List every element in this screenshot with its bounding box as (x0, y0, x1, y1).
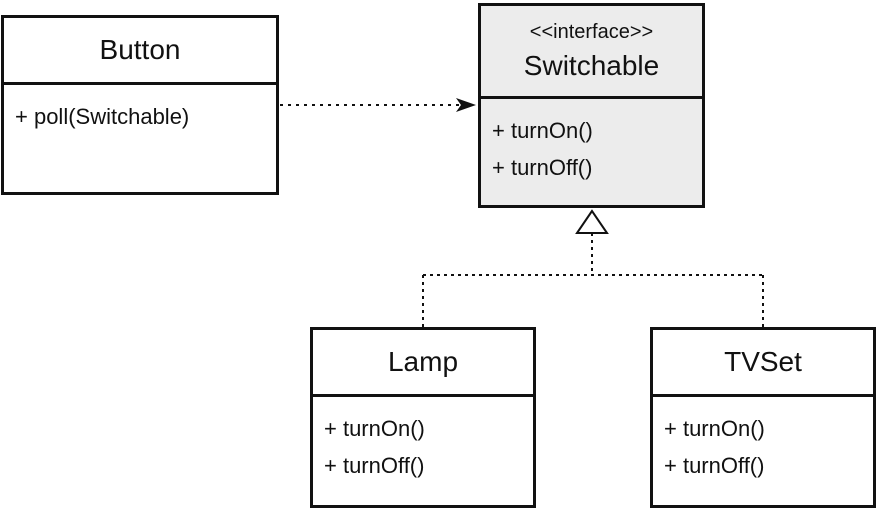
button-class-box: Button + poll(Switchable) (1, 15, 279, 195)
method-turn-on: + turnOn() (324, 416, 425, 441)
realization-triangle (575, 209, 609, 234)
method-turn-off: + turnOff() (324, 453, 425, 478)
method-list: + turnOn() + turnOff() (481, 99, 702, 186)
switchable-interface-box: <<interface>> Switchable + turnOn() + tu… (478, 3, 705, 208)
class-name: Button (99, 34, 181, 65)
stereotype-label: <<interface>> (529, 21, 654, 43)
class-header: Lamp (313, 330, 533, 397)
class-name: Lamp (387, 346, 459, 377)
class-header: <<interface>> Switchable (481, 6, 702, 99)
lamp-class-box: Lamp + turnOn() + turnOff() (310, 327, 536, 508)
method-list: + turnOn() + turnOff() (313, 397, 533, 484)
class-name: TVSet (724, 346, 802, 377)
method-turn-on: + turnOn() (664, 416, 765, 441)
class-name: Switchable (523, 50, 660, 81)
class-header: TVSet (653, 330, 873, 397)
tvset-class-box: TVSet + turnOn() + turnOff() (650, 327, 876, 508)
method-turn-off: + turnOff() (664, 453, 765, 478)
class-header: Button (4, 18, 276, 85)
method-poll: + poll(Switchable) (15, 104, 190, 129)
method-turn-off: + turnOff() (492, 155, 593, 180)
method-list: + turnOn() + turnOff() (653, 397, 873, 484)
dependency-arrowhead (456, 98, 476, 112)
method-turn-on: + turnOn() (492, 118, 593, 143)
method-list: + poll(Switchable) (4, 85, 276, 135)
